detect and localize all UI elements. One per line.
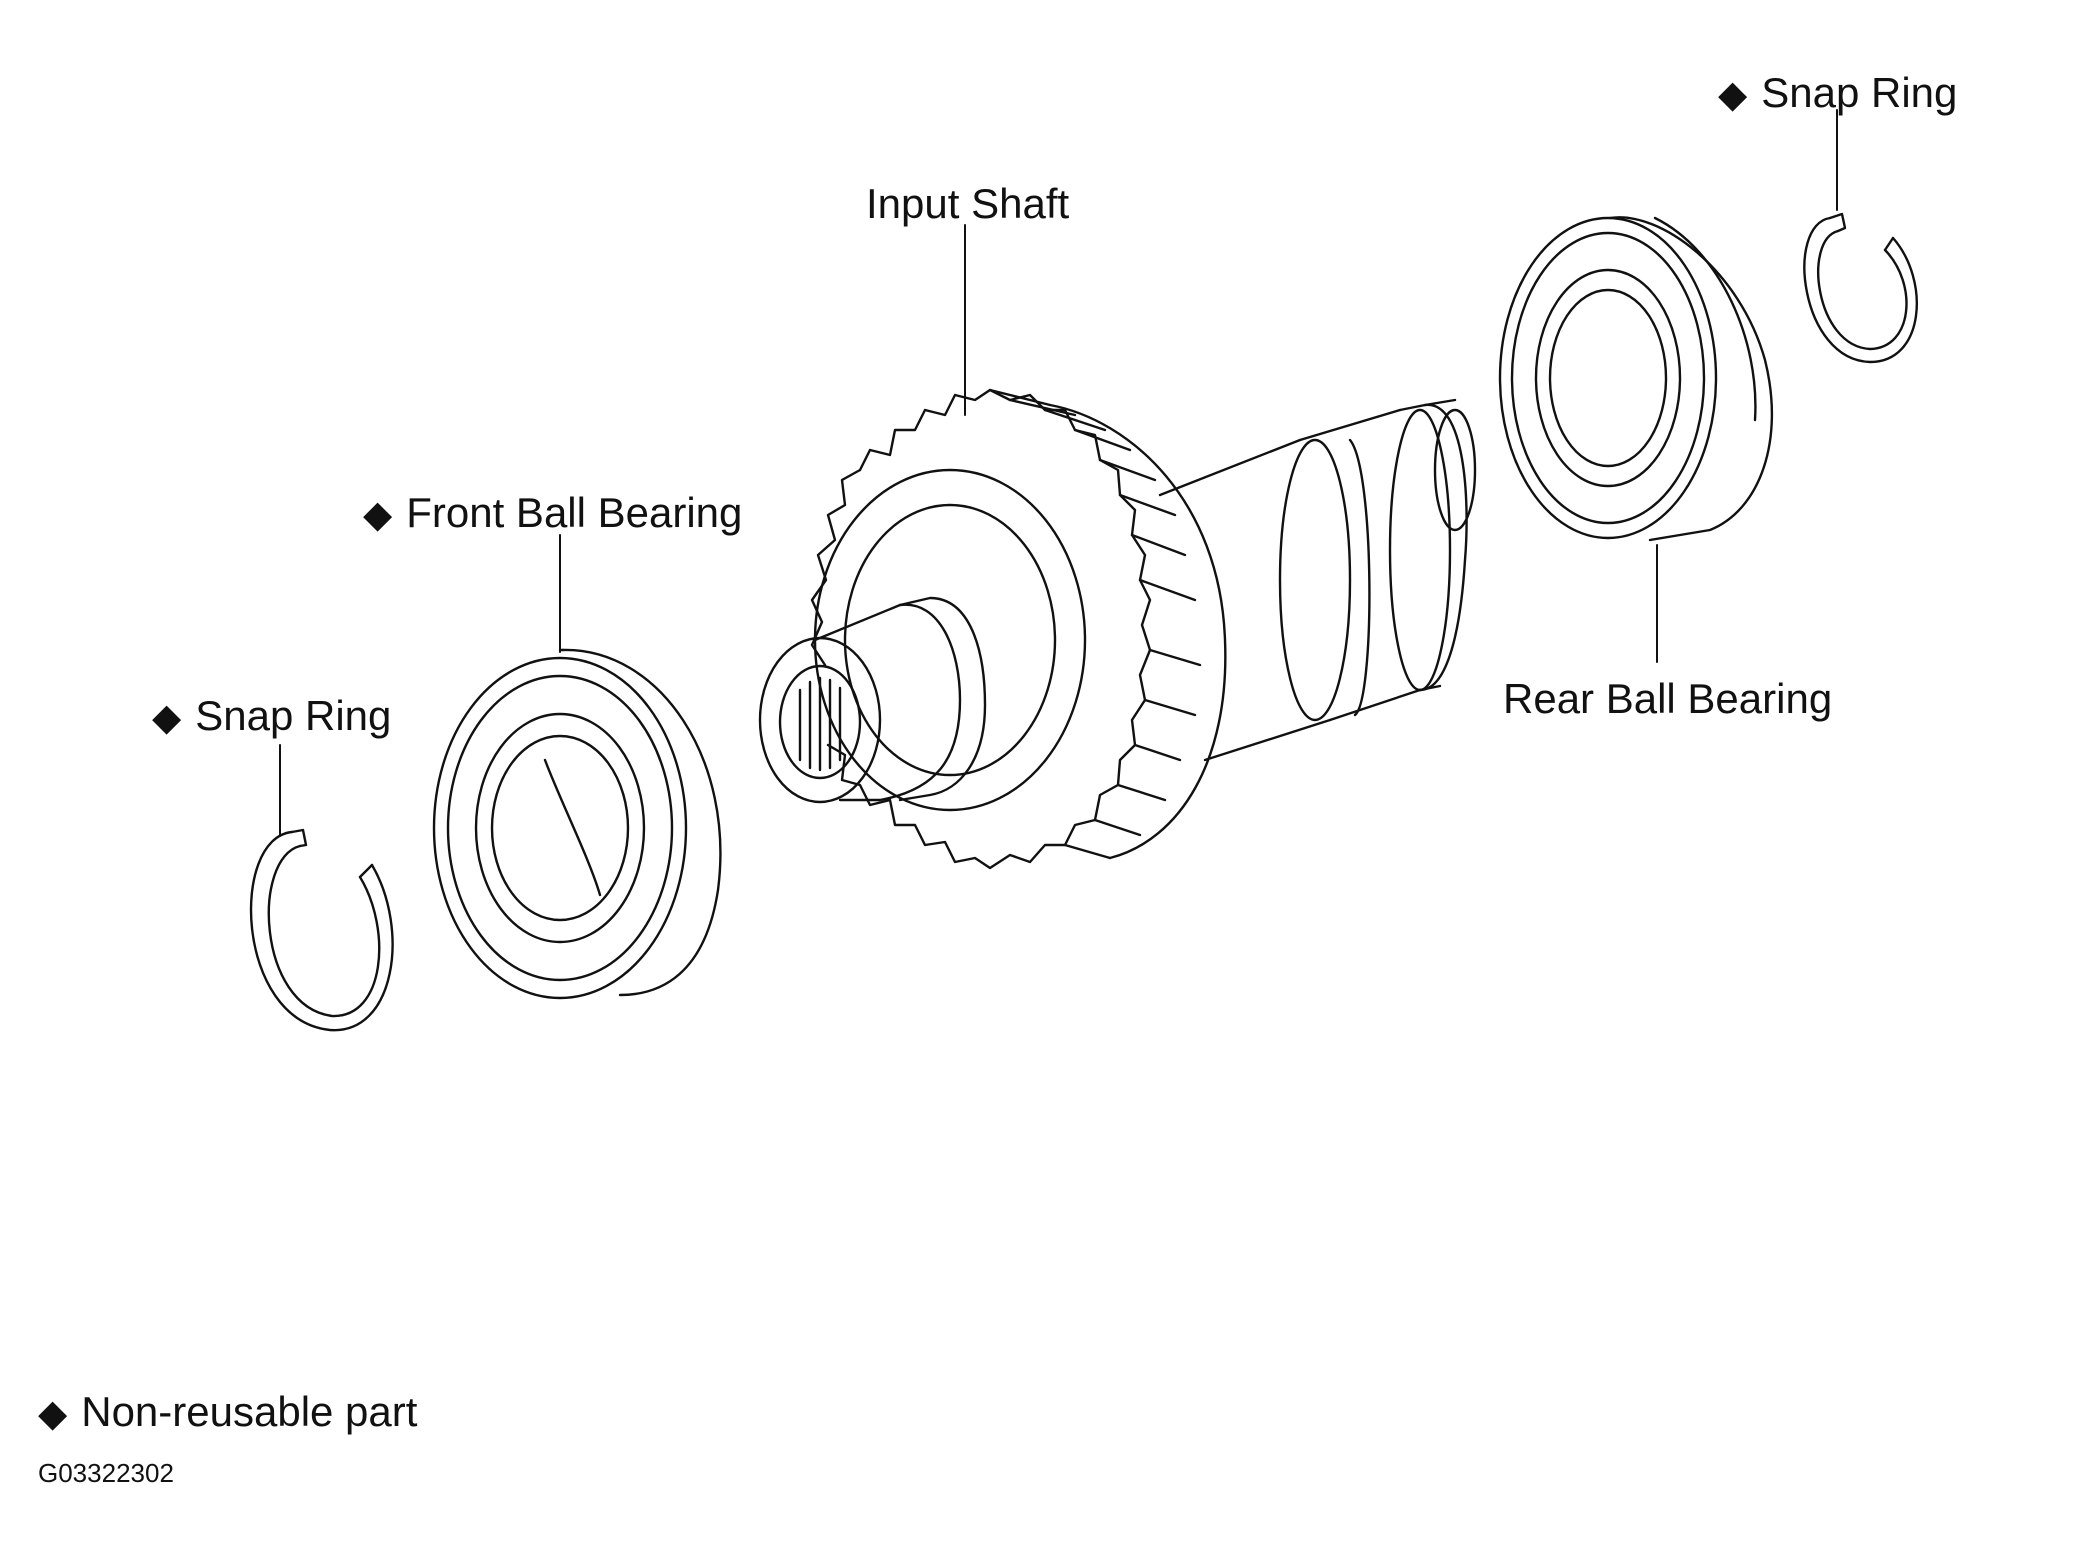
non-reusable-diamond-icon: ◆ <box>152 697 182 739</box>
input-shaft-shape <box>760 390 1475 868</box>
legend-text: Non-reusable part <box>81 1388 418 1435</box>
front-snap-ring-shape <box>251 830 393 1030</box>
front-ball-bearing-shape <box>434 650 720 998</box>
legend: ◆ Non-reusable part <box>38 1388 418 1435</box>
label-input-shaft: Input Shaft <box>866 183 1069 225</box>
label-rear-ball-bearing-text: Rear Ball Bearing <box>1503 675 1833 722</box>
label-snap-ring-front-text: Snap Ring <box>195 692 392 739</box>
label-front-ball-bearing-text: Front Ball Bearing <box>406 489 743 536</box>
label-input-shaft-text: Input Shaft <box>866 180 1070 227</box>
non-reusable-diamond-icon: ◆ <box>1718 74 1748 116</box>
non-reusable-diamond-icon: ◆ <box>363 494 393 536</box>
rear-ball-bearing-shape <box>1500 217 1772 540</box>
leader-lines <box>280 110 1837 835</box>
label-snap-ring-rear-text: Snap Ring <box>1761 69 1958 116</box>
figure-code: G03322302 <box>38 1458 174 1488</box>
label-front-ball-bearing: ◆ Front Ball Bearing <box>363 489 743 536</box>
label-snap-ring-rear: ◆ Snap Ring <box>1718 69 1958 116</box>
rear-snap-ring-shape <box>1804 214 1916 362</box>
non-reusable-diamond-icon: ◆ <box>38 1393 68 1435</box>
label-snap-ring-front: ◆ Snap Ring <box>152 692 392 739</box>
label-rear-ball-bearing: Rear Ball Bearing <box>1503 678 1832 720</box>
